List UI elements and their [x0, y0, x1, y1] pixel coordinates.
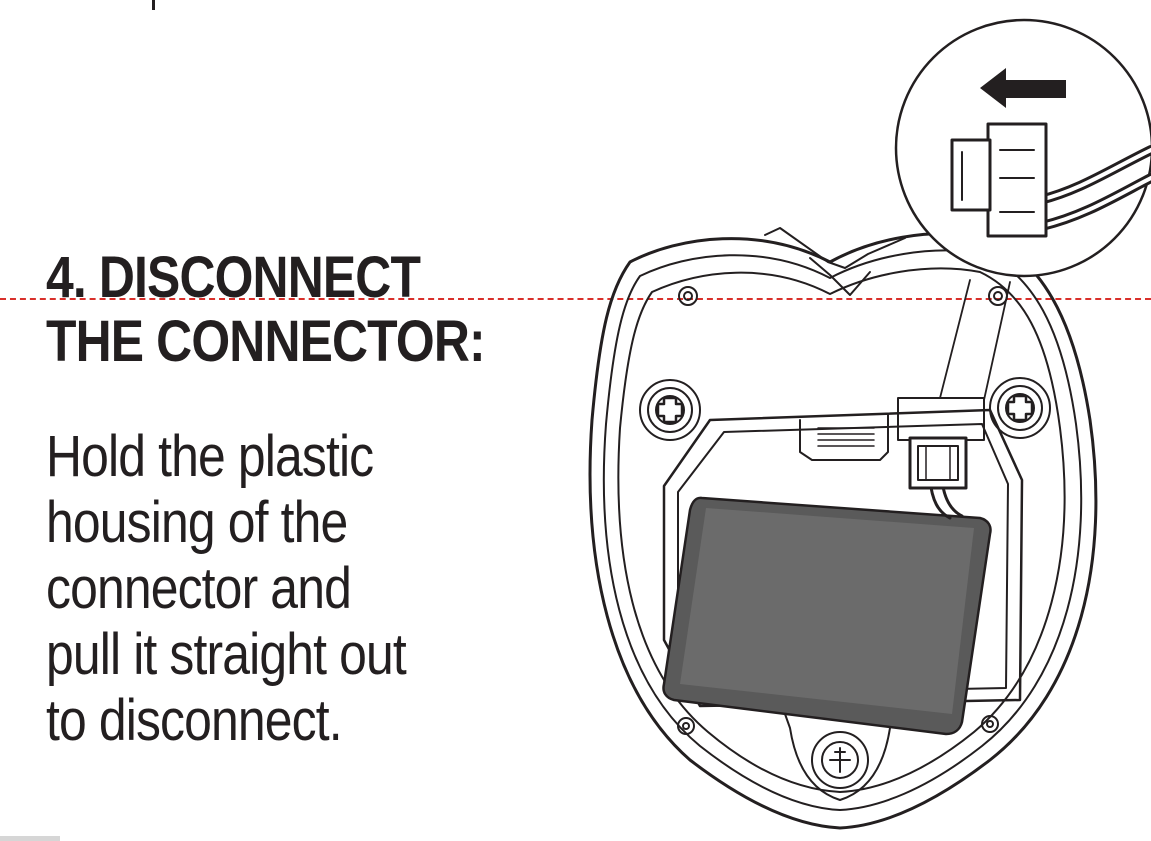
cut-guide-line — [0, 298, 1151, 300]
device-housing — [588, 227, 1098, 830]
instruction-line: Hold the plastic — [46, 424, 374, 489]
instruction-line: housing of the — [46, 490, 348, 555]
instruction-line: to disconnect. — [46, 688, 343, 753]
battery-pack — [662, 496, 992, 736]
phillips-screw-icon — [989, 377, 1051, 439]
step-instructions: Hold the plastic housing of the connecto… — [46, 424, 493, 754]
instruction-line: connector and — [46, 556, 352, 621]
page-edge — [0, 836, 60, 841]
arrow-left-icon — [980, 68, 1066, 108]
zoom-callout — [894, 18, 1151, 278]
instruction-line: pull it straight out — [46, 622, 407, 687]
connector — [897, 397, 985, 520]
phillips-screw-icon — [811, 731, 869, 789]
step-heading-line-1: 4. DISCONNECT — [46, 245, 421, 310]
callout-leader — [939, 279, 1011, 401]
phillips-screw-icon — [639, 379, 701, 441]
previous-text-fragment — [152, 0, 155, 10]
device-illustration — [588, 18, 1151, 830]
step-heading-line-2: THE CONNECTOR: — [46, 309, 486, 374]
step-heading: 4. DISCONNECT THE CONNECTOR: — [46, 246, 493, 374]
